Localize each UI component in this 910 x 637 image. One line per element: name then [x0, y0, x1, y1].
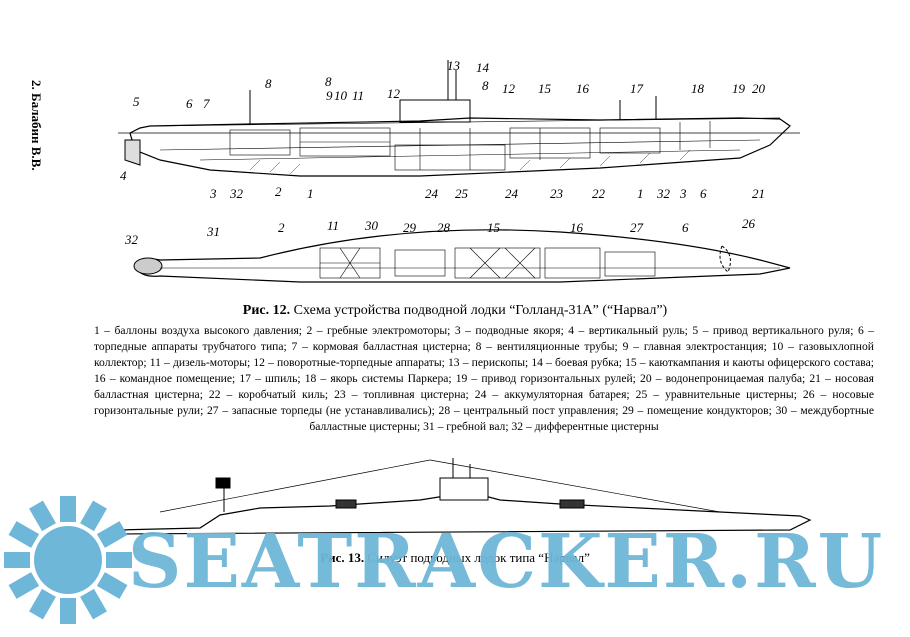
hull-plan-view [134, 229, 791, 283]
callout: 16 [576, 81, 590, 96]
callout: 5 [133, 94, 140, 109]
callout: 29 [403, 220, 417, 235]
callout: 30 [364, 218, 379, 233]
callout: 24 [505, 186, 519, 201]
callout: 24 [425, 186, 439, 201]
callout: 4 [120, 168, 127, 183]
callout: 8 [325, 74, 332, 89]
callout: 27 [630, 220, 644, 235]
callout: 32 [656, 186, 671, 201]
callout: 15 [487, 220, 501, 235]
callout: 32 [124, 232, 139, 247]
callout: 9 [326, 88, 333, 103]
callout: 31 [206, 224, 220, 239]
callout: 3 [209, 186, 217, 201]
callout: 6 [682, 220, 689, 235]
callout: 12 [387, 86, 401, 101]
watermark-text: SEATRACKER.RU [128, 519, 885, 605]
figure-13-title: Силуэт подводных лодок типа “Нарвал” [367, 550, 590, 565]
callout: 32 [229, 186, 244, 201]
callout: 20 [752, 81, 766, 96]
callout: 12 [502, 81, 516, 96]
callout: 22 [592, 186, 606, 201]
callout: 17 [630, 81, 644, 96]
hull-side-profile [129, 117, 791, 177]
callout: 1 [307, 186, 314, 201]
callout: 19 [732, 81, 746, 96]
callout: 11 [352, 88, 364, 103]
figure-12-caption: Рис. 12. Схема устройства подводной лодк… [0, 303, 910, 319]
callout: 1 [637, 186, 644, 201]
callout: 6 [186, 96, 193, 111]
callout: 6 [700, 186, 707, 201]
callout: 13 [447, 58, 461, 73]
figure-12-legend: 1 – баллоны воздуха высокого давления; 2… [94, 324, 874, 433]
figure-12-label: Рис. 12. [242, 303, 291, 318]
callout: 21 [752, 186, 765, 201]
callout: 25 [455, 186, 469, 201]
callout: 3 [679, 186, 687, 201]
callout: 8 [482, 78, 489, 93]
callout: 18 [691, 81, 705, 96]
callout: 23 [550, 186, 564, 201]
figure-12-title: Схема устройства подводной лодки “Голлан… [293, 303, 668, 318]
callout: 14 [476, 60, 490, 75]
callout: 11 [327, 218, 339, 233]
figure-12-drawing: 5 6 7 8 8 9 10 11 12 13 14 8 12 15 16 17… [118, 58, 800, 283]
callout: 28 [437, 220, 451, 235]
callout: 8 [265, 76, 272, 91]
figure-13-label: Рис. 13. [320, 550, 365, 565]
callout: 2 [278, 220, 285, 235]
callout: 16 [570, 220, 584, 235]
callout: 7 [203, 96, 210, 111]
callout: 26 [742, 216, 756, 231]
figure-13-caption: Рис. 13. Силуэт подводных лодок типа “На… [0, 550, 910, 566]
callout: 15 [538, 81, 552, 96]
callout: 2 [275, 184, 282, 199]
callout: 10 [334, 88, 348, 103]
